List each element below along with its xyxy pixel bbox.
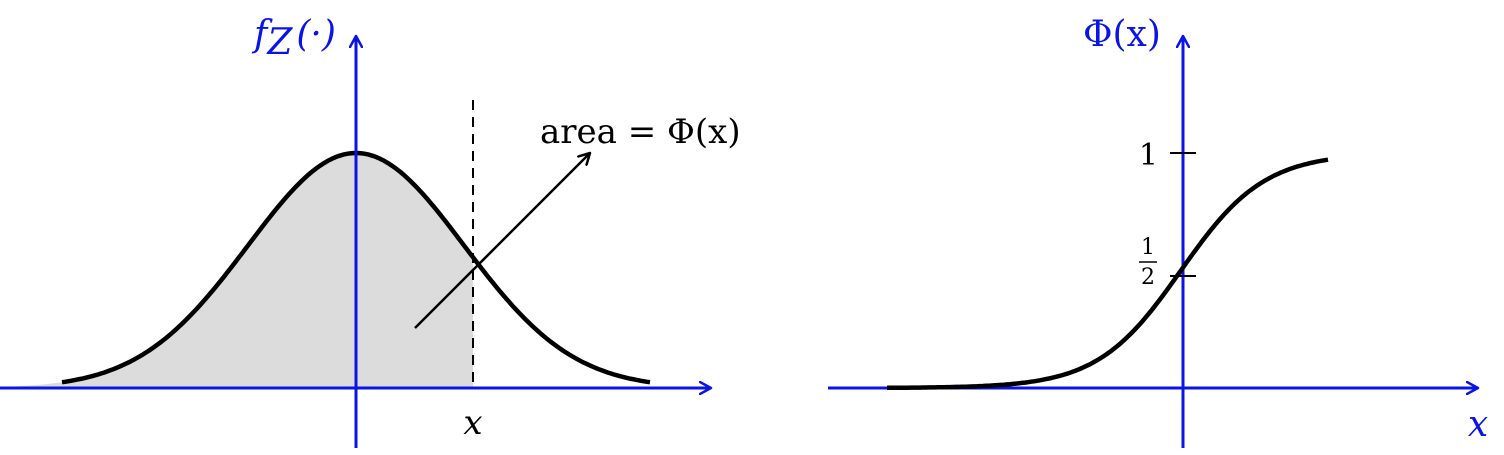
left-y-axis-label: fZ(·) (251, 14, 336, 63)
area-annotation: area = Φ(x) (540, 112, 741, 152)
right-y-axis-label: Φ(x) (1083, 14, 1161, 55)
x-marker-label: x (463, 403, 482, 443)
right-x-axis-label: x (1468, 404, 1488, 445)
shaded-area-region (0, 153, 473, 388)
tick-half-label: 1 2 (1139, 235, 1157, 290)
svg-text:1: 1 (1141, 235, 1155, 260)
tick-one-label: 1 (1139, 138, 1158, 173)
left-panel: fZ(·) x area = Φ(x) (0, 14, 741, 448)
annotation-arrow (414, 153, 590, 329)
svg-text:2: 2 (1141, 265, 1155, 290)
cdf-curve (887, 157, 1329, 391)
right-panel: Φ(x) x 1 1 2 (828, 14, 1488, 448)
